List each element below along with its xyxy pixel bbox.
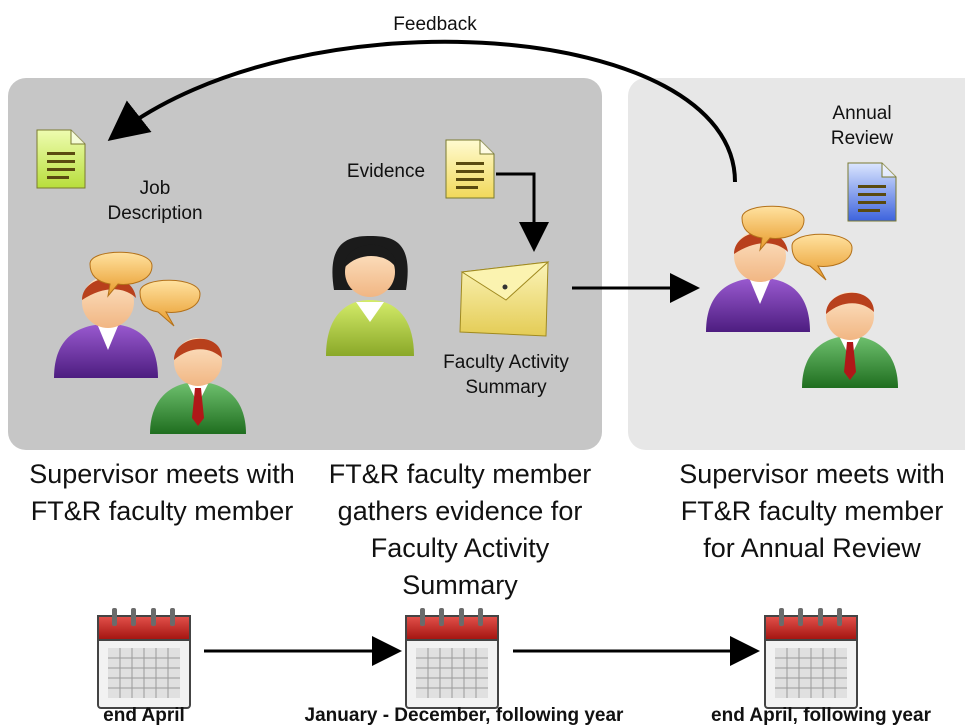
- stage-2-caption: FT&R faculty member gathers evidence for…: [328, 459, 592, 600]
- faculty-member-icon: [326, 236, 414, 356]
- faculty-activity-summary-label: Faculty Activity Summary: [443, 352, 569, 398]
- calendar-icon-1: [97, 607, 191, 709]
- job-description-label: Job Description: [107, 178, 203, 224]
- annual-review-label: Annual Review: [830, 103, 894, 149]
- calendar-icon-2: [405, 607, 499, 709]
- feedback-label: Feedback: [393, 14, 477, 35]
- evidence-arrow: [496, 172, 549, 252]
- job-description-doc-icon: [36, 129, 86, 189]
- stage-1-date: end April: [103, 705, 185, 726]
- calendar-icon-3: [764, 607, 858, 709]
- stage-3-panel: [628, 78, 965, 450]
- feedback-arrow: [107, 39, 737, 183]
- stage-1-meeting-icon: [53, 251, 247, 435]
- faculty-activity-summary-envelope-icon: [459, 261, 550, 337]
- stage-1-caption: Supervisor meets with FT&R faculty membe…: [29, 459, 295, 526]
- stage-3-meeting-icon: [705, 205, 899, 389]
- stage-3-date: end April, following year: [711, 705, 931, 726]
- annual-review-doc-icon: [847, 162, 897, 222]
- stage-3-caption: Supervisor meets with FT&R faculty membe…: [679, 459, 945, 563]
- evidence-doc-icon: [445, 139, 495, 199]
- stage-2-date: January - December, following year: [304, 705, 624, 726]
- evidence-label: Evidence: [346, 161, 426, 182]
